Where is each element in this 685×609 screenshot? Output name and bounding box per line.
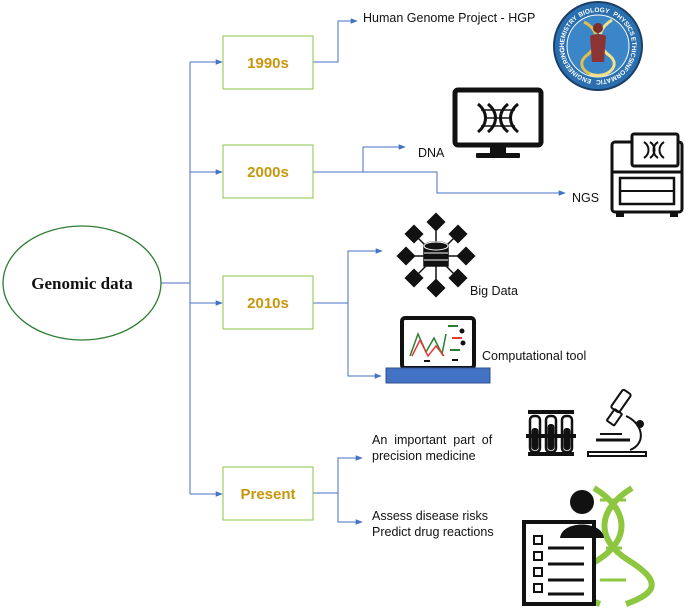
microscope-icon [587,388,647,457]
laptop-chart-icon [385,316,491,384]
era-2010s: 2010s [222,275,314,330]
era-box-2010s [222,275,314,330]
era-box-present [222,466,314,521]
era-label-2000s: 2000s [247,164,289,181]
era-1990s: 1990s [222,35,314,90]
svg-text:INFORMATICS: INFORMATICS [0,0,633,85]
sequencer-icon [610,132,684,217]
label-ngs: NGS [572,191,599,205]
root-ellipse [2,225,162,341]
test-tubes-icon [526,410,576,456]
hgp-logo-icon: ENGINEERING CHEMISTRY BIOLOGY PHYSICS ET… [0,0,643,91]
monitor-dna-icon [452,87,544,158]
label-dna: DNA [418,146,445,160]
label-precision-line2: precision medicine [372,449,476,463]
label-risk-line2: Predict drug reactions [372,525,494,539]
era-label-present: Present [240,486,295,503]
root-node: Genomic data [2,225,162,341]
big-data-network-icon [396,212,476,298]
arrow-to-ngs [313,171,566,196]
root-label: Genomic data [31,274,133,293]
svg-text:ETHICS: ETHICS [627,36,638,63]
era-box-1990s [222,35,314,90]
connectors [160,18,566,525]
arrow-to-hgp [313,18,358,63]
label-computational-tool: Computational tool [482,349,586,363]
label-hgp: Human Genome Project - HGP [363,11,535,25]
label-precision-line1: An important part of [372,433,493,447]
era-label-2010s: 2010s [247,295,289,312]
arrow-to-precision-medicine [313,455,363,494]
arrow-to-big-data [313,248,383,304]
era-label-1990s: 1990s [247,55,289,72]
era-present: Present [222,466,314,521]
arrow-to-computational-tool [347,303,382,379]
label-big-data: Big Data [470,284,518,298]
patient-record-dna-icon [522,485,655,607]
label-risk-line1: Assess disease risks [372,509,488,523]
arrow-to-disease-risks [337,493,363,525]
era-2000s: 2000s [222,144,314,199]
era-box-2000s [222,144,314,199]
arrow-to-dna [313,144,406,173]
